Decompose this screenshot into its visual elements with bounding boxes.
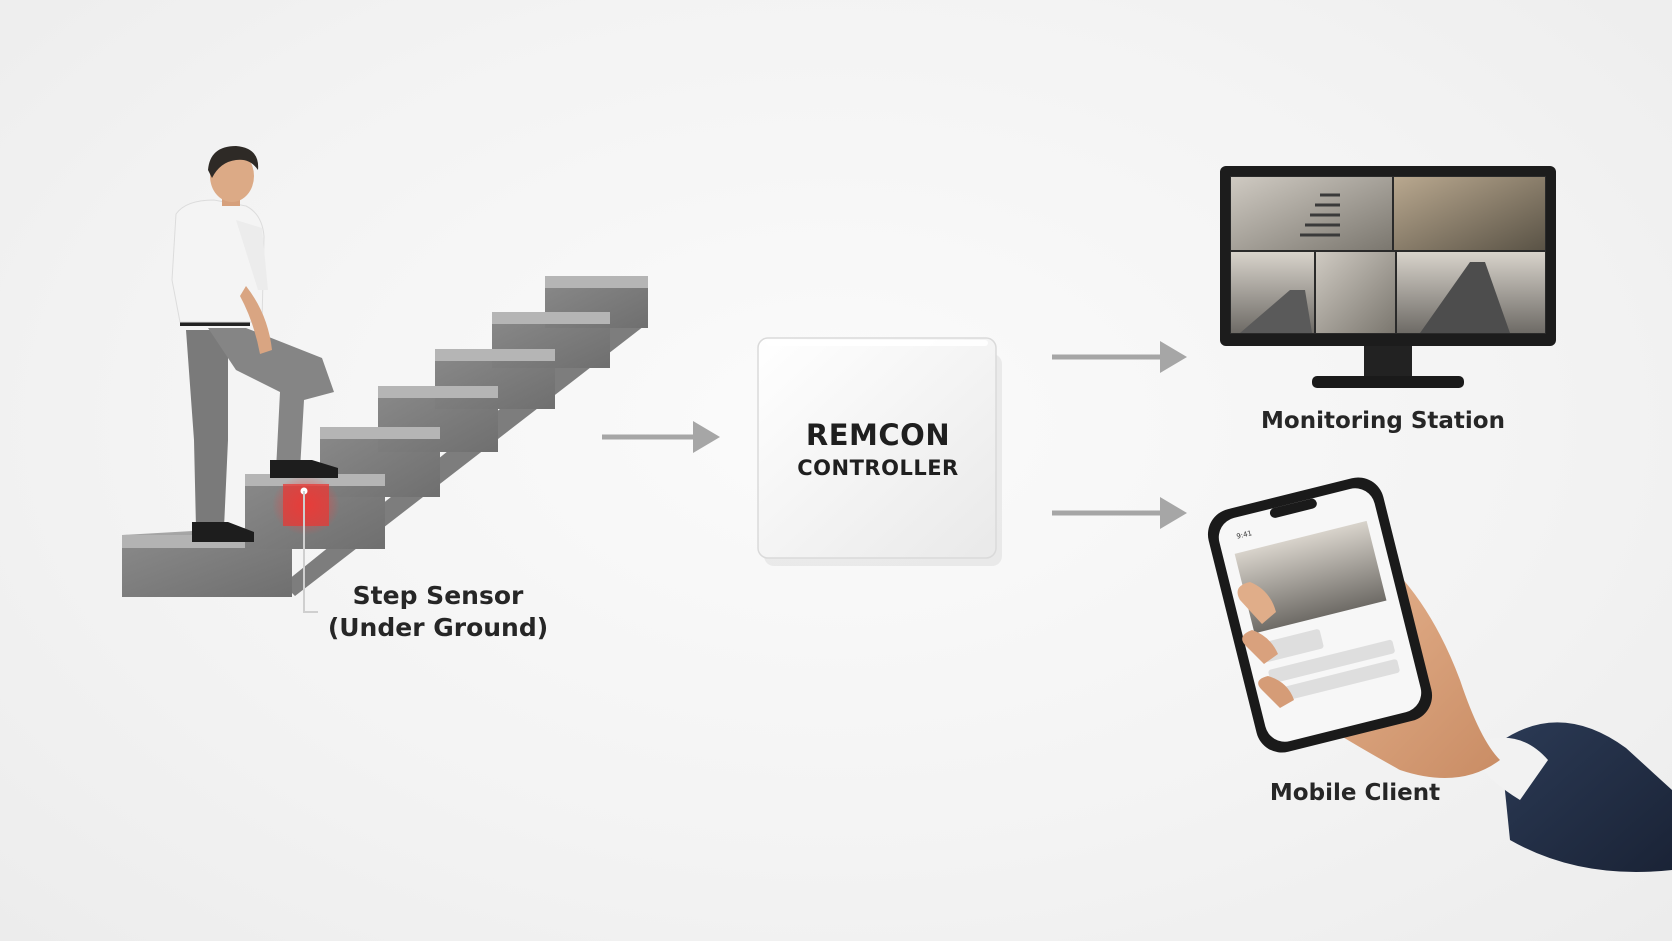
- sensor-callout-line: [303, 491, 318, 613]
- controller-sublabel: CONTROLLER: [797, 456, 959, 480]
- phone-status-time: 9:41: [1236, 529, 1253, 541]
- mobile-client-label: Mobile Client: [1269, 780, 1441, 806]
- hand-holding-phone: 9:41: [1207, 477, 1672, 872]
- person-walking: [171, 146, 338, 542]
- arrow-controller-to-station: [1052, 341, 1187, 373]
- monitoring-station-label: Monitoring Station: [1261, 408, 1505, 434]
- controller-label: REMCON CONTROLLER: [758, 418, 998, 480]
- front-shoe-icon: [270, 460, 338, 478]
- controller-brand: REMCON: [805, 418, 951, 452]
- monitor-icon: [1220, 166, 1556, 388]
- arrow-sensor-to-controller: [602, 421, 720, 453]
- controller-box: [757, 337, 1002, 566]
- step-sensor: [272, 475, 340, 535]
- step-sensor-label: Step Sensor (Under Ground): [318, 580, 558, 644]
- step-sensor-subtitle: (Under Ground): [327, 613, 549, 642]
- step-sensor-title: Step Sensor: [352, 581, 524, 610]
- staircase: [122, 276, 648, 597]
- back-shoe-icon: [192, 522, 254, 542]
- arrow-controller-to-mobile: [1052, 497, 1187, 529]
